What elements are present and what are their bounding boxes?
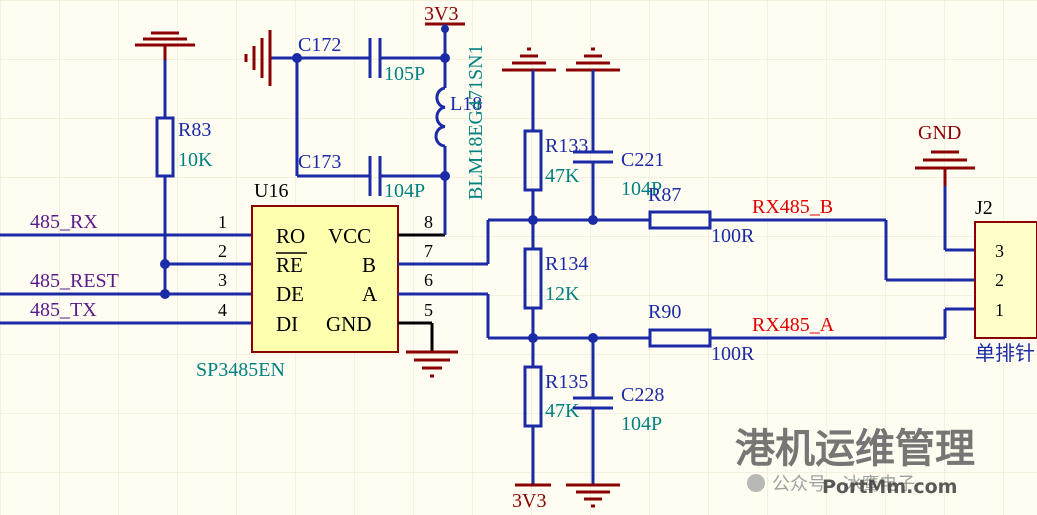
pin-num-5: 5	[424, 300, 433, 320]
pin-name-a: A	[362, 282, 378, 306]
r87-ref: R87	[648, 184, 681, 206]
l18-value: BLM18EG471SN1	[465, 44, 487, 200]
resistor-r134	[523, 247, 543, 310]
c173-value: 104P	[384, 180, 425, 202]
r135-ref: R135	[545, 371, 588, 393]
watermark-title: 港机运维管理	[735, 426, 975, 472]
power-gnd-label: GND	[918, 122, 961, 144]
c172-value: 105P	[384, 63, 425, 85]
gnd-symbol-chip	[406, 350, 458, 378]
resistor-r135	[523, 365, 543, 428]
c228-value: 104P	[621, 413, 662, 435]
j2-ref: J2	[975, 197, 993, 219]
pin-num-8: 8	[424, 212, 433, 232]
pin-num-3: 3	[218, 270, 227, 290]
pin-num-2: 2	[218, 241, 227, 261]
r87-value: 100R	[711, 225, 755, 247]
r83-value: 10K	[178, 149, 213, 171]
r90-ref: R90	[648, 301, 681, 323]
r134-ref: R134	[545, 253, 588, 275]
c221-ref: C221	[621, 149, 664, 171]
capacitor-c173	[368, 156, 382, 196]
r133-value: 47K	[545, 165, 580, 187]
gnd-symbol-r83	[135, 31, 195, 60]
j2-pin-1: 1	[995, 300, 1004, 320]
pin-num-7: 7	[424, 241, 433, 261]
connector-j2-body	[974, 221, 1037, 339]
j2-pin-3: 3	[995, 241, 1004, 261]
pin-name-vcc: VCC	[328, 224, 371, 248]
c221-value: 104P	[621, 178, 662, 200]
c172-ref: C172	[298, 34, 341, 56]
inductor-l18	[434, 86, 446, 148]
pin-num-4: 4	[218, 300, 227, 320]
pin-name-re: RE	[276, 253, 303, 277]
pin-num-6: 6	[424, 270, 433, 290]
j2-pin-2: 2	[995, 270, 1004, 290]
power-3v3-top: 3V3	[424, 3, 458, 25]
chip-right-stubs	[398, 233, 488, 352]
chip-u16-body	[251, 205, 399, 353]
signal-rx-label: 485_RX	[30, 211, 98, 233]
j2-part-label: 单排针	[975, 342, 1035, 365]
l18-ref: L18	[450, 93, 482, 115]
r135-value: 47K	[545, 400, 580, 422]
c173-ref: C173	[298, 151, 341, 173]
r90-value: 100R	[711, 343, 755, 365]
capacitor-c228	[573, 396, 613, 410]
chip-designator: U16	[254, 180, 288, 202]
watermark-url: PortMm.com	[822, 476, 957, 498]
signal-tx-label: 485_TX	[30, 299, 97, 321]
gnd-symbol-r133	[502, 47, 556, 72]
capacitor-c221	[573, 150, 613, 164]
vcc-net-wires	[270, 24, 450, 235]
gnd-symbol-j2	[915, 150, 975, 186]
resistor-r83	[155, 116, 175, 178]
r83-ref: R83	[178, 119, 211, 141]
signal-rest-label: 485_REST	[30, 270, 119, 292]
pin-name-ro: RO	[276, 224, 305, 248]
gnd-symbol-c172	[244, 30, 272, 86]
watermark-subtitle: 公众号 · 冰鹰电子	[772, 474, 915, 495]
bias-wires	[486, 70, 650, 485]
gnd-symbol-c228	[566, 483, 620, 508]
c228-ref: C228	[621, 384, 664, 406]
pin-name-de: DE	[276, 282, 304, 306]
power-3v3-bottom: 3V3	[512, 490, 546, 512]
pin-name-di: DI	[276, 312, 298, 336]
r133-ref: R133	[545, 135, 588, 157]
chip-part-number: SP3485EN	[196, 359, 285, 381]
output-wires	[710, 186, 975, 340]
signal-wires	[0, 60, 252, 325]
net-label-rx485-a: RX485_A	[752, 314, 835, 336]
pin-num-1: 1	[218, 212, 227, 232]
capacitor-c172	[368, 38, 382, 78]
r134-value: 12K	[545, 283, 580, 305]
net-label-rx485-b: RX485_B	[752, 196, 833, 218]
pin-name-gnd: GND	[326, 312, 372, 336]
wechat-icon	[747, 474, 765, 492]
pin-name-b: B	[362, 253, 376, 277]
resistor-r133	[523, 129, 543, 192]
